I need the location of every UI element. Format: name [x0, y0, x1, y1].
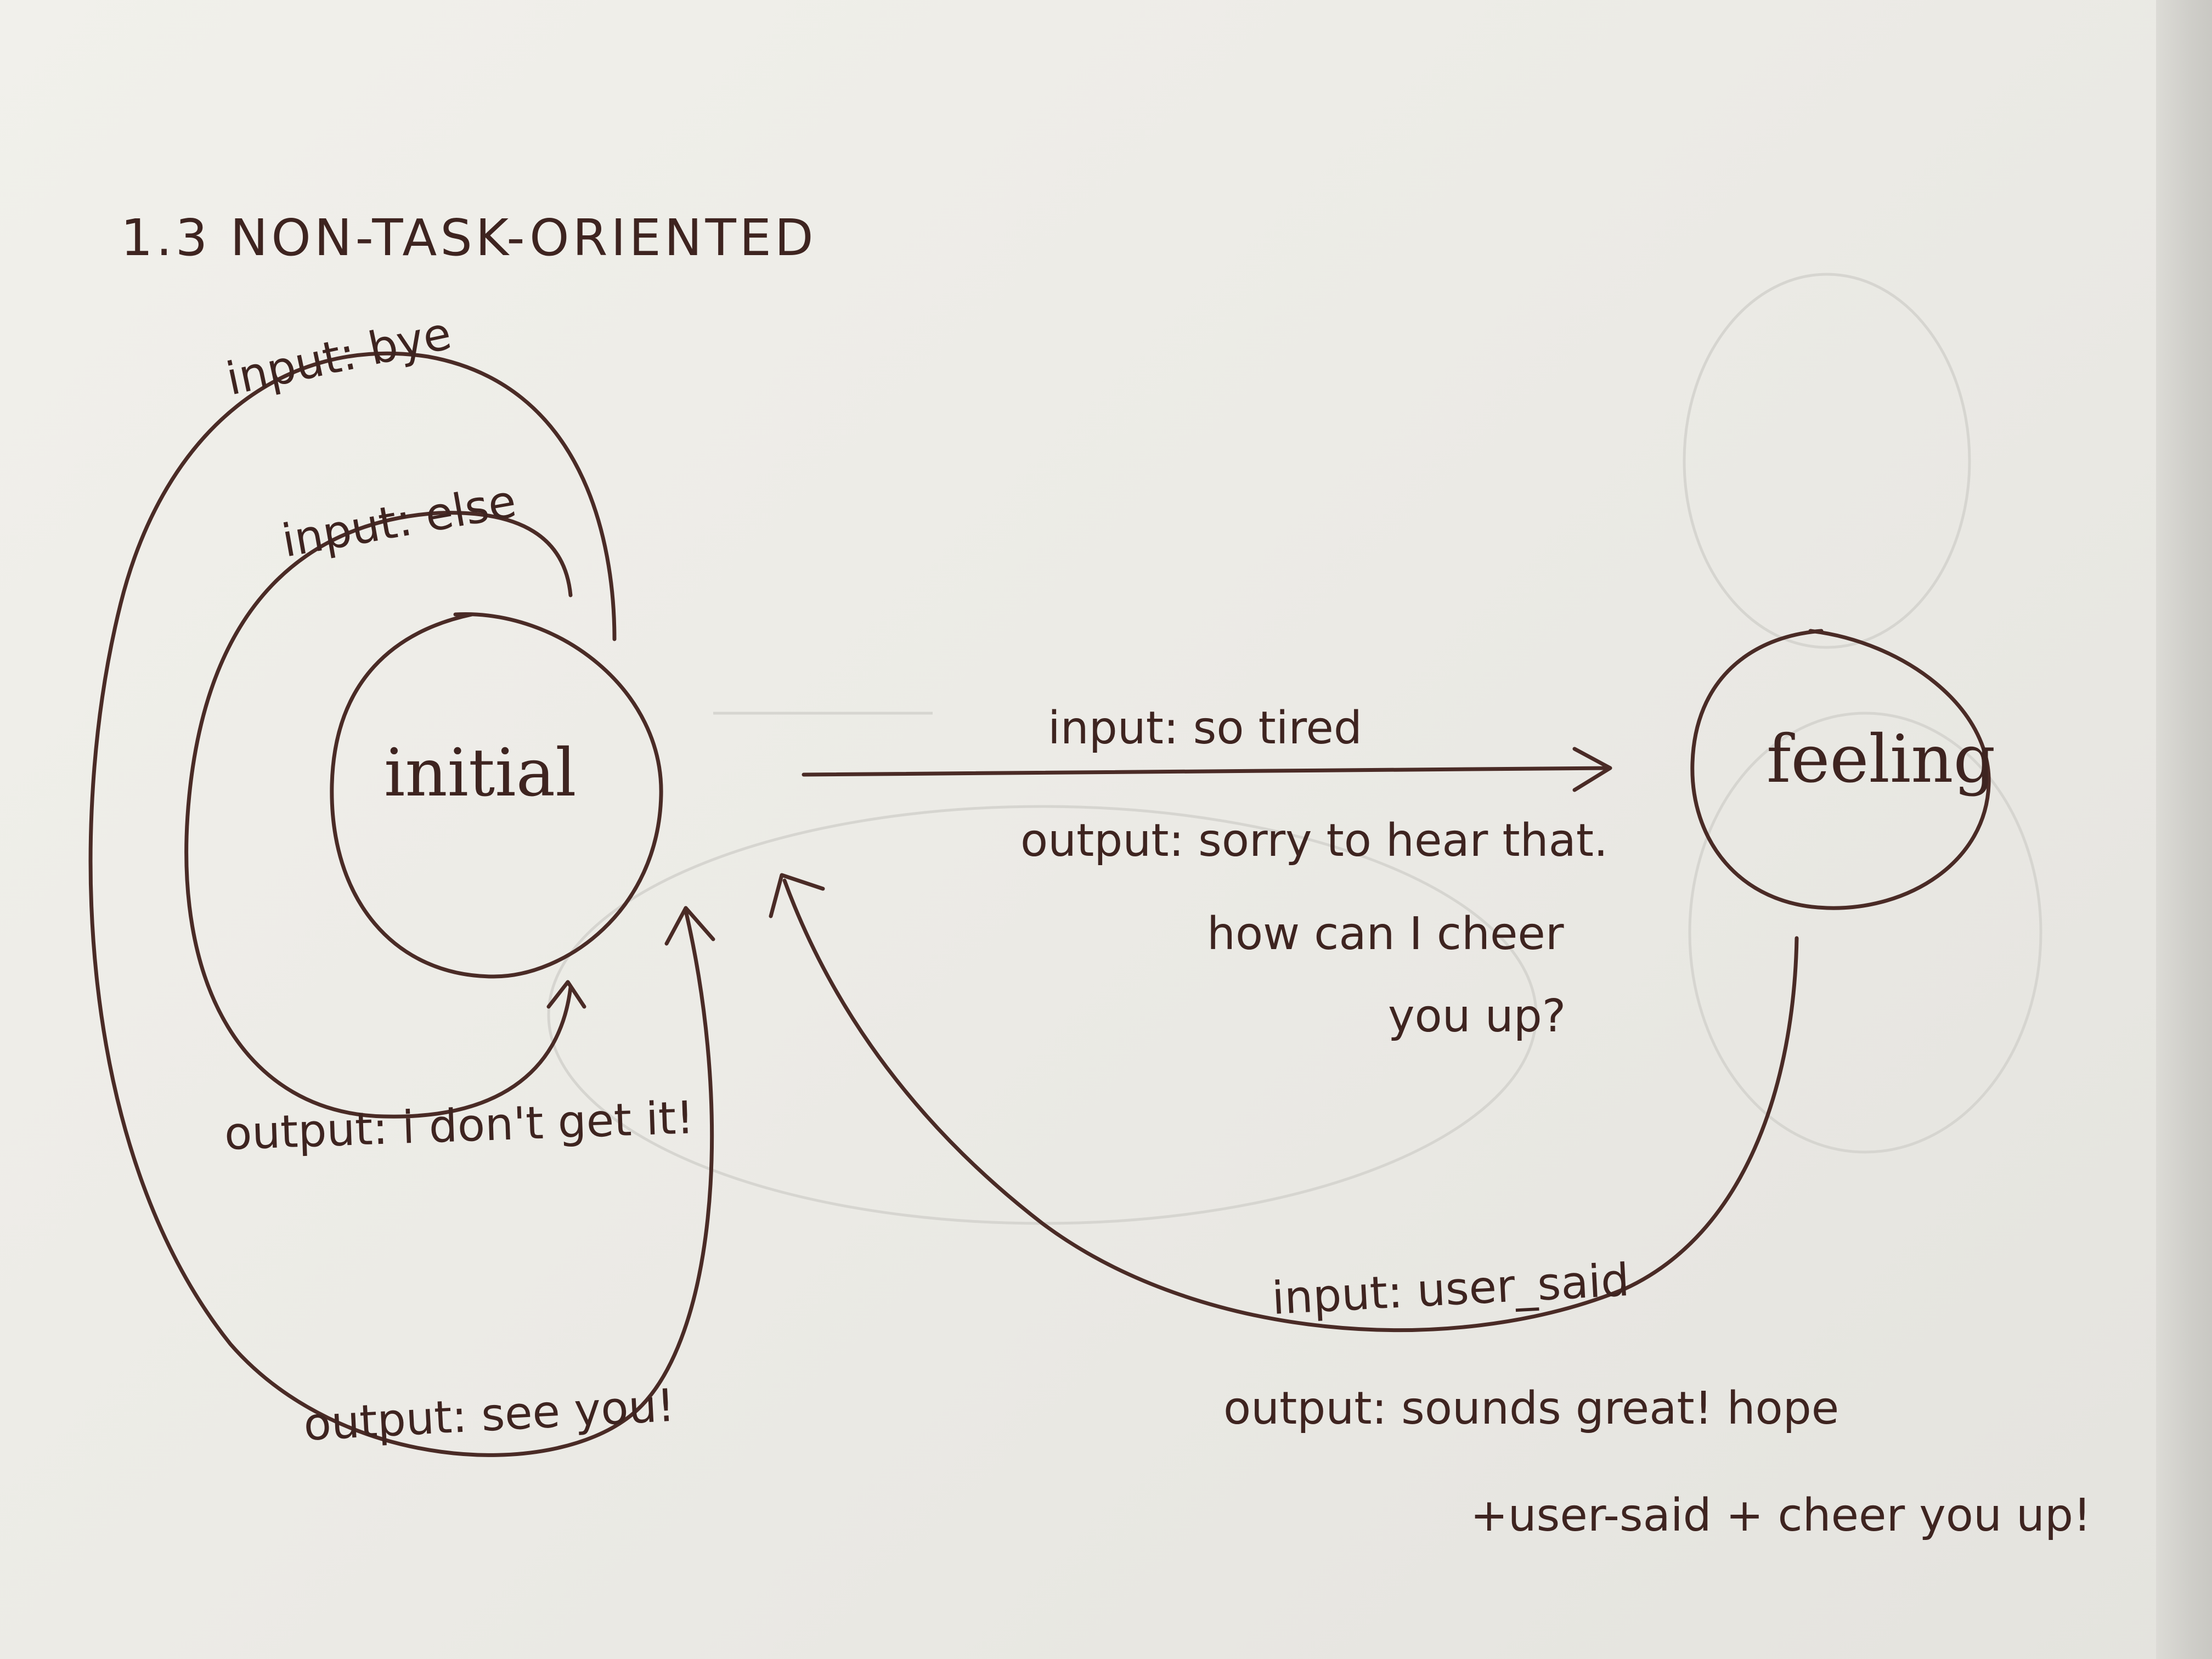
state-initial-label: initial: [384, 735, 577, 811]
transition-so-tired-input: input: so tired: [1048, 702, 1362, 754]
transition-so-tired-output-3: you up?: [1388, 990, 1566, 1042]
transition-else-input: input: else: [278, 475, 520, 567]
transition-so-tired: input: so tired output: sorry to hear th…: [802, 702, 1612, 1042]
transition-else-output: output: i don't get it!: [223, 1092, 695, 1160]
transition-else-arrowhead: [546, 980, 586, 1009]
transition-bye-arrowhead: [664, 906, 715, 946]
transition-user-said: input: user_said output: sounds great! h…: [769, 873, 2091, 1542]
transition-user-said-arc: [782, 878, 1799, 1332]
state-feeling: feeling: [1690, 629, 1995, 910]
state-feeling-circle: [1690, 629, 1991, 910]
state-feeling-label: feeling: [1767, 721, 1995, 798]
transition-bye: input: bye output: see you!: [88, 307, 715, 1457]
transition-user-said-arrowhead: [769, 873, 825, 918]
transition-so-tired-arrow: [802, 766, 1610, 777]
transition-else-loop: [184, 511, 573, 1119]
transition-so-tired-output-1: output: sorry to hear that.: [1020, 815, 1608, 867]
notebook-binding: [2156, 0, 2212, 1659]
transition-bye-loop: [88, 351, 714, 1457]
transition-so-tired-arrowhead: [1572, 747, 1612, 792]
transition-user-said-input: input: user_said: [1271, 1254, 1630, 1325]
state-initial: initial: [330, 612, 663, 979]
transition-else: input: else output: i don't get it!: [184, 475, 695, 1160]
transition-bye-input: input: bye: [222, 307, 455, 405]
transition-user-said-output-1: output: sounds great! hope: [1223, 1383, 1839, 1435]
transition-so-tired-output-2: how can I cheer: [1207, 908, 1564, 960]
page-title: 1.3 NON-TASK-ORIENTED: [121, 208, 817, 267]
transition-user-said-output-2: +user-said + cheer you up!: [1470, 1489, 2091, 1542]
state-initial-circle: [330, 612, 663, 979]
transition-bye-output: output: see you!: [302, 1380, 676, 1451]
